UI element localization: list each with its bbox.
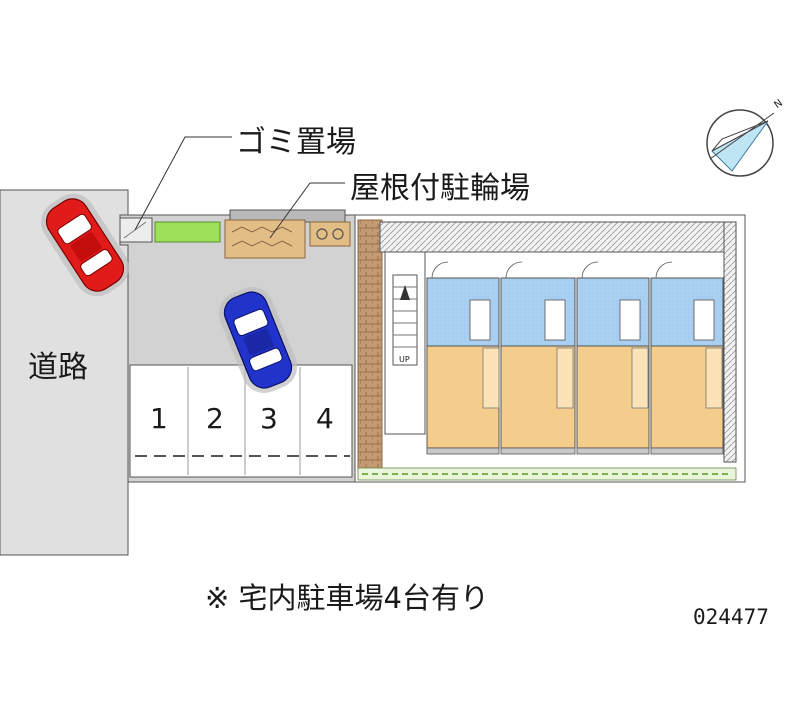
- unit-2: [500, 261, 576, 455]
- parking-space-1: 1: [150, 402, 168, 435]
- bike-shelter: [224, 209, 351, 259]
- compass-icon: N: [706, 98, 785, 177]
- parking-space-4: 4: [316, 402, 334, 435]
- bottom-planting: [357, 467, 737, 481]
- staircase: UP: [392, 274, 418, 366]
- compass-north-letter: N: [772, 98, 784, 111]
- unit-4: [650, 261, 724, 455]
- unit-1: [426, 261, 500, 455]
- road-label: 道路: [28, 350, 88, 385]
- parking-space-3: 3: [260, 402, 278, 435]
- property-id: 024477: [693, 605, 769, 629]
- parking-area: 1 2 3 4: [129, 364, 353, 478]
- planting-strip: [154, 221, 221, 243]
- red-car: [41, 193, 129, 297]
- stair-up-label: UP: [399, 355, 410, 364]
- garbage-area: [119, 217, 153, 243]
- garbage-label: ゴミ置場: [236, 125, 356, 160]
- parking-space-2: 2: [206, 402, 224, 435]
- brick-walkway: [357, 219, 383, 473]
- label-leaders: [134, 136, 345, 239]
- bike-shelter-label: 屋根付駐輪場: [350, 171, 530, 206]
- blue-car: [218, 287, 298, 393]
- apartment-units: [426, 261, 724, 455]
- unit-3: [576, 261, 650, 455]
- parking-note: ※ 宅内駐車場4台有り: [205, 581, 489, 615]
